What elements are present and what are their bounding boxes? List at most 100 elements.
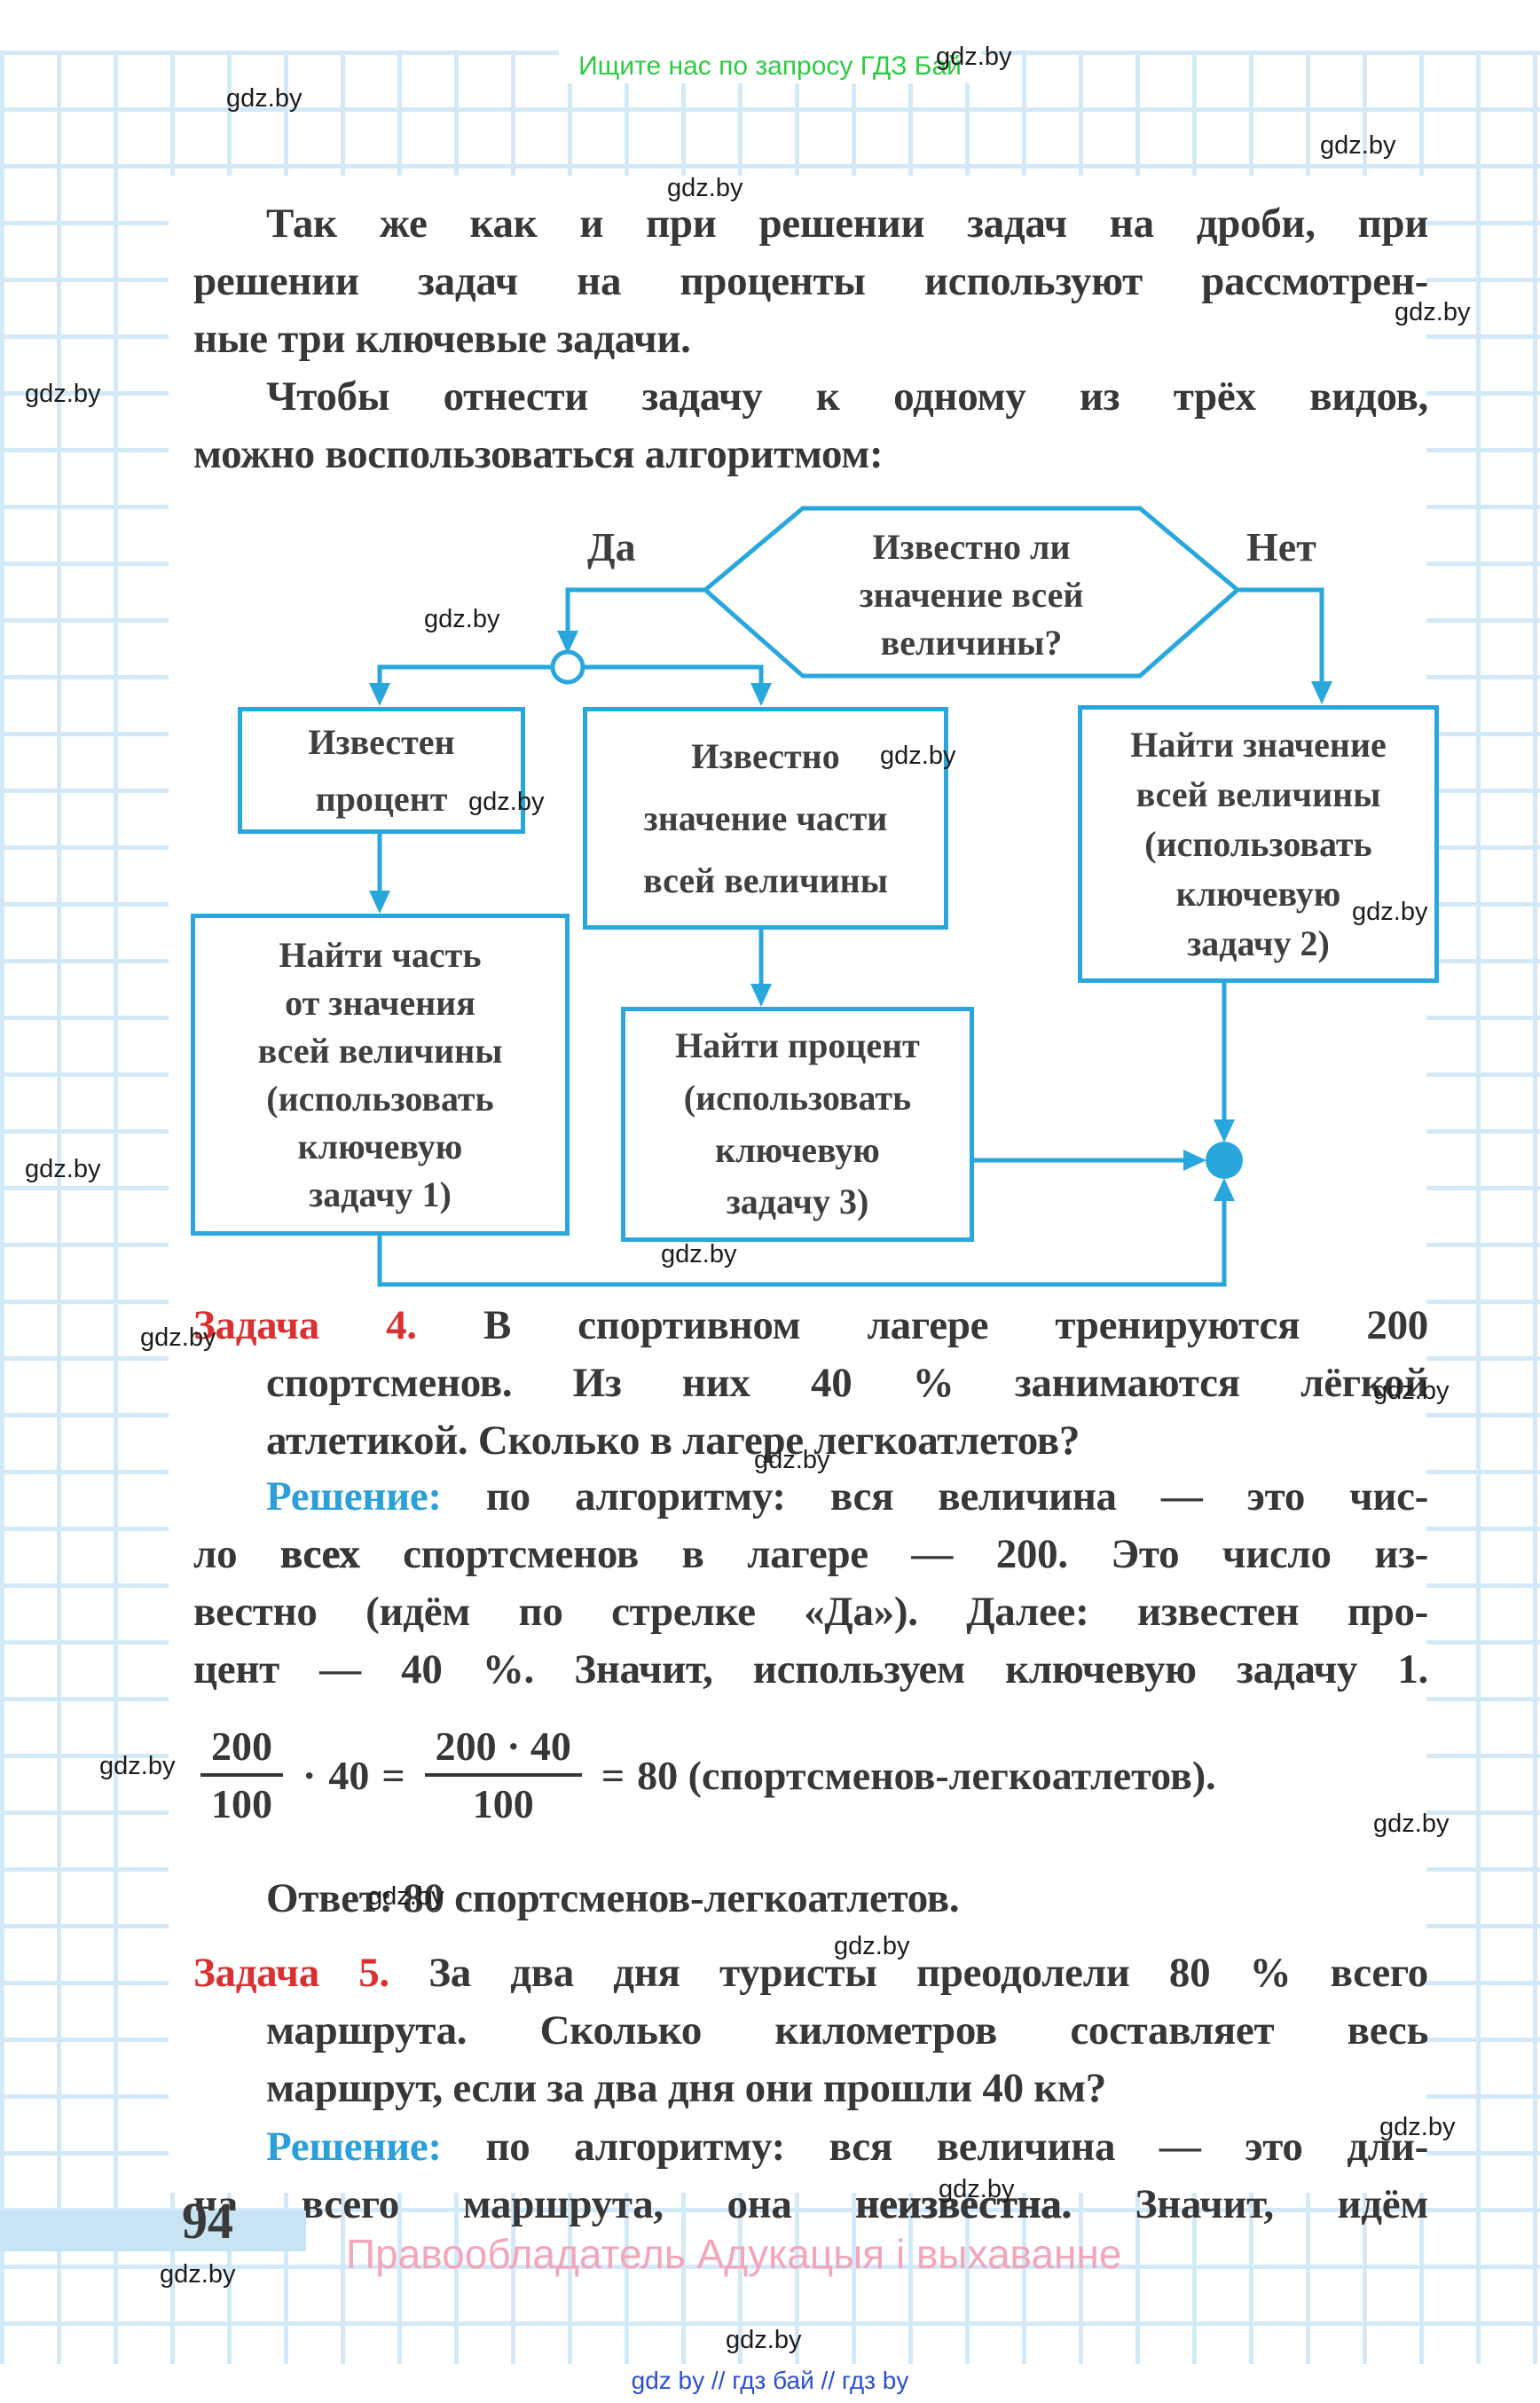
box-find-whole: Найти значение всей величины (использова… <box>1078 705 1439 983</box>
fraction-denominator: 100 <box>211 1781 272 1826</box>
solution-text-emphasis: всех <box>279 1531 361 1578</box>
text-line: решении задач на проценты используют рас… <box>193 258 1428 304</box>
fraction: 200 · 40 100 <box>424 1723 582 1827</box>
no-branch-label: Нет <box>1246 524 1316 569</box>
text-line: Решение: по алгоритму: вся величина — эт… <box>193 1468 1428 1526</box>
box-line: (использовать <box>266 1078 494 1119</box>
box-line: Найти значение <box>1130 724 1387 765</box>
solution-text: спортсменов в лагере — 200. Это число из… <box>403 1531 1429 1577</box>
text-line: Чтобы отнести задачу к одному из трёх ви… <box>266 373 1428 420</box>
decision-node: Известно ли значение всей величины? <box>803 516 1140 674</box>
merge-dot <box>1206 1142 1243 1179</box>
text-line: можно воспользоваться алгоритмом: <box>193 431 884 477</box>
watermark: gdz.by <box>99 1752 176 1780</box>
watermark: gdz.by <box>1373 1377 1450 1405</box>
task4-label: Задача 4. <box>193 1302 417 1348</box>
fraction-denominator: 100 <box>472 1781 534 1826</box>
text-line: маршрута. Сколько километров составляет … <box>266 2007 1428 2054</box>
task4-text: В спортивном лагере тренируются 200 <box>483 1302 1428 1348</box>
equals-sign: = <box>381 1752 405 1798</box>
box-known-percent: Известен процент <box>238 707 525 834</box>
watermark: gdz.by <box>939 2175 1015 2203</box>
task4-statement: Задача 4. В спортивном лагере тренируютс… <box>193 1297 1428 1470</box>
solution-label: Решение: <box>266 1473 442 1520</box>
answer-line: Ответ: 80 спортсменов-легкоатлетов. <box>266 1875 960 1921</box>
box-find-part: Найти часть от значения всей величины (и… <box>191 914 570 1236</box>
watermark: gdz.by <box>25 1155 101 1183</box>
factor: 40 <box>328 1752 370 1798</box>
text-line: Задача 5. За два дня туристы преодолели … <box>193 1944 1428 2002</box>
intro-paragraphs: Так же как и при решении задач на дроби,… <box>193 195 1428 483</box>
solution-text: по алгоритму: вся величина — это дли- <box>485 2124 1428 2170</box>
operator-dot: · <box>302 1752 317 1798</box>
solution-label: Решение: <box>266 2124 442 2170</box>
watermark: gdz.by <box>661 1240 737 1268</box>
watermark: gdz.by <box>1373 1810 1450 1838</box>
text-line: Так же как и при решении задач на дроби,… <box>266 200 1428 247</box>
watermark: gdz.by <box>140 1323 216 1352</box>
watermark: gdz.by <box>1352 898 1428 926</box>
copyright-line: Правообладатель Адукацыя і выхаванне <box>346 2231 1122 2277</box>
text-line: ные три ключевые задачи. <box>193 316 691 362</box>
text-line: Решение: по алгоритму: вся величина — эт… <box>193 2118 1428 2176</box>
box-line: всей величины <box>643 860 888 900</box>
box-line: задачу 1) <box>309 1174 452 1214</box>
watermark: gdz.by <box>368 1882 444 1911</box>
fraction-numerator: 200 <box>200 1723 283 1777</box>
box-line: Найти процент <box>675 1025 920 1065</box>
footer-links: gdz by // гдз бай // гдз by <box>631 2367 909 2394</box>
task5-solution: Решение: по алгоритму: вся величина — эт… <box>193 2118 1428 2234</box>
yes-branch-label: Да <box>587 524 636 569</box>
watermark: gdz.by <box>754 1446 830 1474</box>
text-line: ло всех спортсменов в лагере — 200. Это … <box>193 1526 1428 1583</box>
decision-line: величины? <box>880 623 1063 663</box>
watermark: gdz.by <box>1395 298 1471 326</box>
fraction: 200 100 <box>200 1723 283 1827</box>
watermark: gdz.by <box>226 84 302 113</box>
task5-statement: Задача 5. За два дня туристы преодолели … <box>193 1944 1428 2117</box>
box-line: всей величины <box>1135 774 1381 814</box>
solution-text: по алгоритму: вся величина — это чис- <box>485 1473 1429 1520</box>
solution-text: ло <box>193 1531 238 1577</box>
watermark: gdz.by <box>834 1932 910 1960</box>
text-line: спортсменов. Из них 40 % занимаются лёгк… <box>266 1360 1428 1406</box>
decision-line: значение всей <box>859 575 1084 615</box>
box-known-part: Известно значение части всей величины <box>583 707 948 930</box>
text-line: вестно (идём по стрелке «Да»). Далее: из… <box>193 1589 1428 1635</box>
watermark: gdz.by <box>25 380 101 408</box>
formula-result: 80 (спортсменов-легкоатлетов). <box>637 1752 1216 1798</box>
box-line: процент <box>315 778 448 819</box>
watermark: gdz.by <box>667 174 743 202</box>
box-line: ключевую <box>297 1126 463 1166</box>
box-line: Известен <box>308 721 455 762</box>
task4-formula: 200 100 · 40 = 200 · 40 100 = 80 (спортс… <box>193 1691 1428 1859</box>
watermark: gdz.by <box>1320 131 1396 160</box>
box-line: ключевую <box>715 1129 880 1170</box>
task4-answer: Ответ: 80 спортсменов-легкоатлетов. <box>193 1870 1428 1928</box>
solution-text: Значит, идём <box>1135 2181 1429 2227</box>
text-line: цент — 40 %. Значит, используем ключевую… <box>193 1646 1428 1692</box>
box-line: Известно <box>691 735 840 776</box>
task5-text: За два дня туристы преодолели 80 % всего <box>428 1950 1429 1996</box>
text-line: на всего маршрута, она неизвестна. Значи… <box>193 2176 1428 2234</box>
box-line: значение части <box>643 797 888 838</box>
box-line: от значения <box>285 982 475 1023</box>
watermark: gdz.by <box>1379 2113 1456 2141</box>
watermark: gdz.by <box>468 788 545 816</box>
box-line: задачу 2) <box>1187 923 1330 963</box>
task4-solution: Решение: по алгоритму: вся величина — эт… <box>193 1468 1428 1699</box>
watermark: gdz.by <box>726 2326 802 2354</box>
box-line: Найти часть <box>279 934 482 975</box>
text-line: атлетикой. Сколько в лагере легкоатлетов… <box>266 1417 1080 1464</box>
solution-text-emphasis: неизвестна. <box>855 2181 1072 2228</box>
watermark: gdz.by <box>880 742 956 770</box>
box-line: (использовать <box>683 1077 912 1118</box>
box-line: всей величины <box>257 1030 503 1071</box>
box-line: (использовать <box>1144 823 1372 864</box>
promo-banner: Ищите нас по запросу ГДЗ Бай <box>559 50 981 83</box>
watermark: gdz.by <box>424 605 500 633</box>
box-line: задачу 3) <box>726 1182 869 1222</box>
decision-line: Известно ли <box>872 527 1071 567</box>
